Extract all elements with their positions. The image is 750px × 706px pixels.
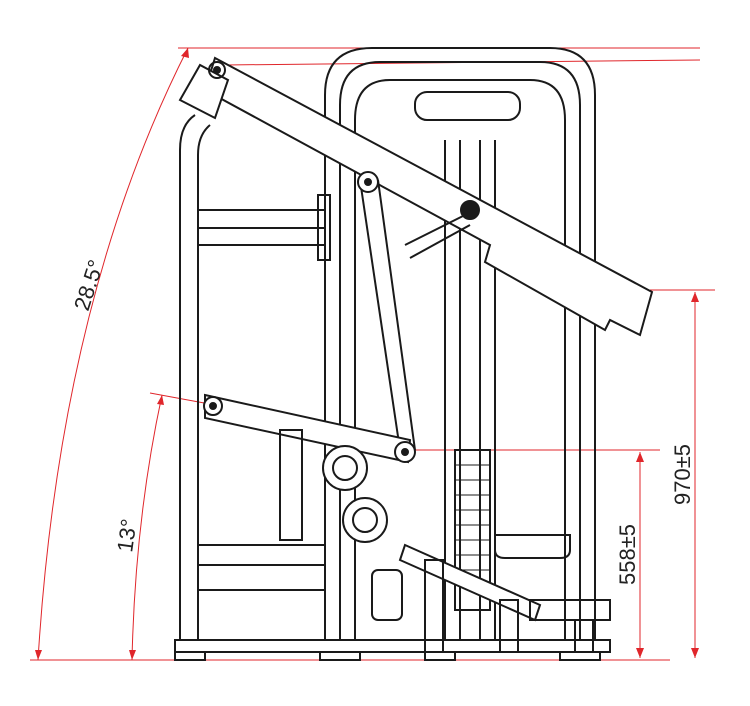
upper-arm — [203, 56, 654, 337]
lower-arm — [204, 393, 412, 464]
upper-angle-label: 28.5° — [69, 257, 109, 314]
lower-angle-arc — [131, 394, 163, 661]
machine-frame — [174, 47, 654, 661]
tower-outer — [324, 47, 596, 640]
height-970-label: 970±5 — [670, 444, 695, 505]
pulley — [322, 445, 368, 491]
pulley — [342, 497, 388, 543]
top-handle — [414, 91, 521, 121]
dimension-lines — [30, 47, 715, 661]
lower-angle-label: 13° — [112, 517, 141, 553]
upper-angle-arc — [37, 47, 189, 661]
left-post — [179, 114, 211, 640]
link-rod — [359, 179, 416, 451]
dimension-arrows — [35, 48, 699, 660]
height-558-label: 558±5 — [615, 524, 640, 585]
foot-plate — [494, 534, 571, 559]
base — [197, 544, 326, 566]
tower-inner — [339, 61, 581, 640]
weight-stack — [454, 449, 491, 611]
